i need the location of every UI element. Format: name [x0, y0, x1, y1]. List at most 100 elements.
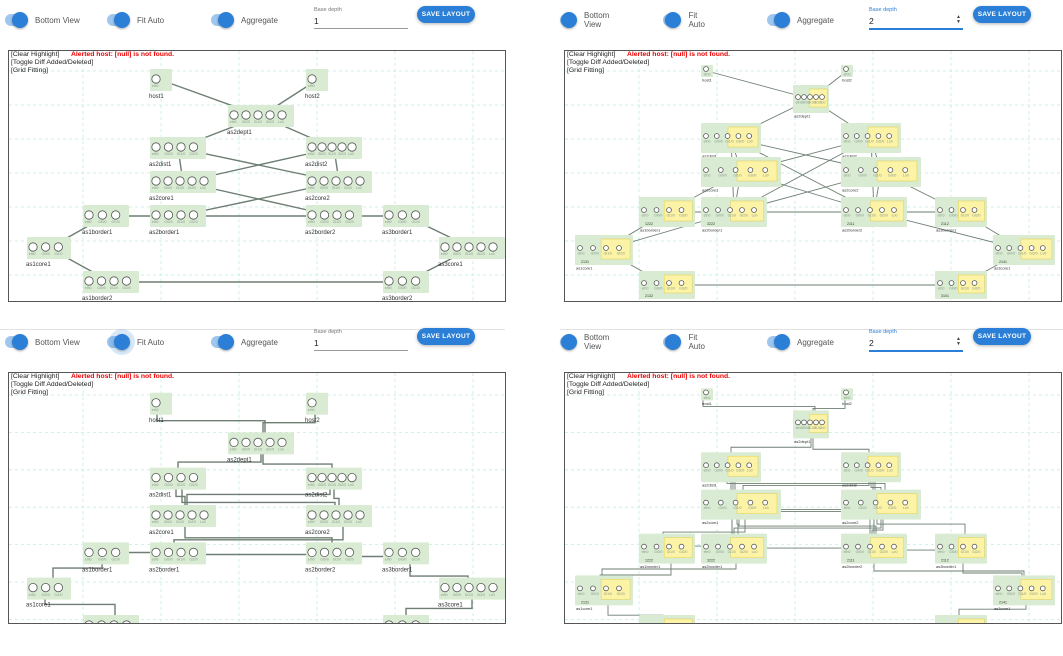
toggle-diff-link[interactable]: [Toggle Diff Added/Deleted] [11, 59, 94, 66]
bottom-view-toggle[interactable]: Bottom View [560, 333, 615, 351]
port-circle [1006, 585, 1013, 592]
port-circle [1017, 245, 1024, 251]
toggle-diff-link[interactable]: [Toggle Diff Added/Deleted] [11, 381, 94, 388]
port-circle [151, 74, 161, 84]
port-circle [229, 437, 239, 448]
aggregate-toggle[interactable]: Aggregate [767, 12, 834, 28]
grid-fitting-link[interactable]: [Grid Fitting] [567, 67, 605, 74]
bottom-view-label: Bottom View [584, 333, 610, 351]
aggregate-toggle[interactable]: Aggregate [767, 334, 834, 350]
port-label: Gi0/0 [654, 213, 662, 217]
base-depth-input[interactable]: 1 [314, 336, 408, 351]
port-circle [109, 276, 119, 286]
grid-fitting-link[interactable]: [Grid Fitting] [11, 389, 49, 396]
port-label: Gi2/0 [617, 592, 625, 596]
port-label: Lo0 [356, 186, 362, 190]
grid-fitting-link[interactable]: [Grid Fitting] [567, 389, 605, 396]
fit-auto-switch[interactable] [663, 334, 682, 350]
bottom-view-switch[interactable] [560, 12, 577, 28]
port-label: Gi0/0 [453, 252, 461, 256]
base-depth-field[interactable]: Base depth 1 [314, 7, 408, 29]
port-group-box [958, 274, 985, 294]
save-layout-button[interactable]: SAVE LAYOUT [973, 328, 1031, 345]
port-label: Gi1/0 [604, 251, 612, 255]
bottom-view-toggle[interactable]: Bottom View [5, 12, 80, 28]
port-label: Gi0/0 [716, 550, 724, 554]
spinner-icon[interactable]: ▲▼ [956, 14, 961, 25]
bottom-view-toggle[interactable]: Bottom View [5, 334, 80, 350]
save-layout-button[interactable]: SAVE LAYOUT [973, 6, 1031, 23]
port-circle [84, 276, 94, 286]
aggregate-switch[interactable] [211, 12, 234, 28]
port-circle [887, 167, 894, 173]
base-depth-field[interactable]: Base depth 2▲▼ [869, 329, 963, 352]
base-depth-input[interactable]: 1 [314, 14, 408, 29]
aggregate-toggle[interactable]: Aggregate [211, 334, 278, 350]
bottom-view-switch[interactable] [5, 12, 28, 28]
port-circle [384, 620, 394, 623]
bottom-view-toggle[interactable]: Bottom View [560, 11, 615, 29]
base-depth-field[interactable]: Base depth 1 [314, 329, 408, 351]
bottom-view-switch[interactable] [560, 334, 577, 350]
port-label: eth0 [29, 252, 36, 256]
toggle-diff-link[interactable]: [Toggle Diff Added/Deleted] [567, 381, 650, 388]
port-label: eth0 [29, 593, 36, 597]
port-circle [97, 547, 107, 557]
fit-auto-switch[interactable] [663, 12, 682, 28]
port-label: eth0 [844, 396, 851, 400]
aggregate-toggle[interactable]: Aggregate [211, 12, 278, 28]
port-circle [411, 276, 421, 286]
grid-fitting-link[interactable]: [Grid Fitting] [11, 67, 49, 74]
node-label: as2border2 [842, 564, 863, 569]
port-label: eth0 [152, 84, 159, 88]
bottom-view-switch[interactable] [5, 334, 28, 350]
fit-auto-toggle[interactable]: Fit Auto [663, 11, 709, 29]
port-label: Gi2/0 [814, 426, 822, 430]
port-circle [253, 110, 263, 120]
fit-auto-switch[interactable] [107, 12, 130, 28]
aggregate-switch[interactable] [767, 12, 790, 28]
port-circle [411, 547, 421, 557]
alert-message: Alerted host: [null] is not found. [71, 51, 175, 58]
port-circle [714, 133, 720, 139]
fit-auto-toggle[interactable]: Fit Auto [663, 333, 709, 351]
port-circle [995, 245, 1001, 251]
fit-auto-toggle[interactable]: Fit Auto [107, 12, 164, 28]
port-circle [872, 499, 879, 506]
toggle-diff-link[interactable]: [Toggle Diff Added/Deleted] [567, 59, 650, 66]
aggregate-switch[interactable] [767, 334, 790, 350]
clear-highlight-link[interactable]: [Clear Highlight] [11, 373, 60, 380]
clear-highlight-link[interactable]: [Clear Highlight] [567, 51, 616, 58]
port-label: Gi1/0 [254, 120, 262, 124]
fit-auto-switch[interactable] [107, 334, 130, 350]
save-layout-button[interactable]: SAVE LAYOUT [417, 6, 475, 23]
aggregate-switch[interactable] [211, 334, 234, 350]
node-label: as2core2 [842, 520, 859, 525]
port-circle [819, 419, 825, 426]
spinner-icon[interactable]: ▲▼ [956, 336, 961, 347]
port-circle [886, 133, 893, 139]
port-label: Lo0 [763, 506, 769, 510]
base-depth-field[interactable]: Base depth 2▲▼ [869, 7, 963, 30]
port-circle [319, 510, 329, 520]
port-circle [886, 462, 893, 468]
port-label: Gi1/0 [808, 426, 816, 430]
base-depth-input[interactable]: 2▲▼ [869, 336, 963, 352]
node-label: as2border2 [305, 567, 336, 573]
fit-auto-toggle[interactable]: Fit Auto [107, 334, 164, 350]
clear-highlight-link[interactable]: [Clear Highlight] [11, 51, 60, 58]
clear-highlight-link[interactable]: [Clear Highlight] [567, 373, 616, 380]
base-depth-input[interactable]: 2▲▼ [869, 14, 963, 30]
save-layout-button[interactable]: SAVE LAYOUT [417, 328, 475, 345]
